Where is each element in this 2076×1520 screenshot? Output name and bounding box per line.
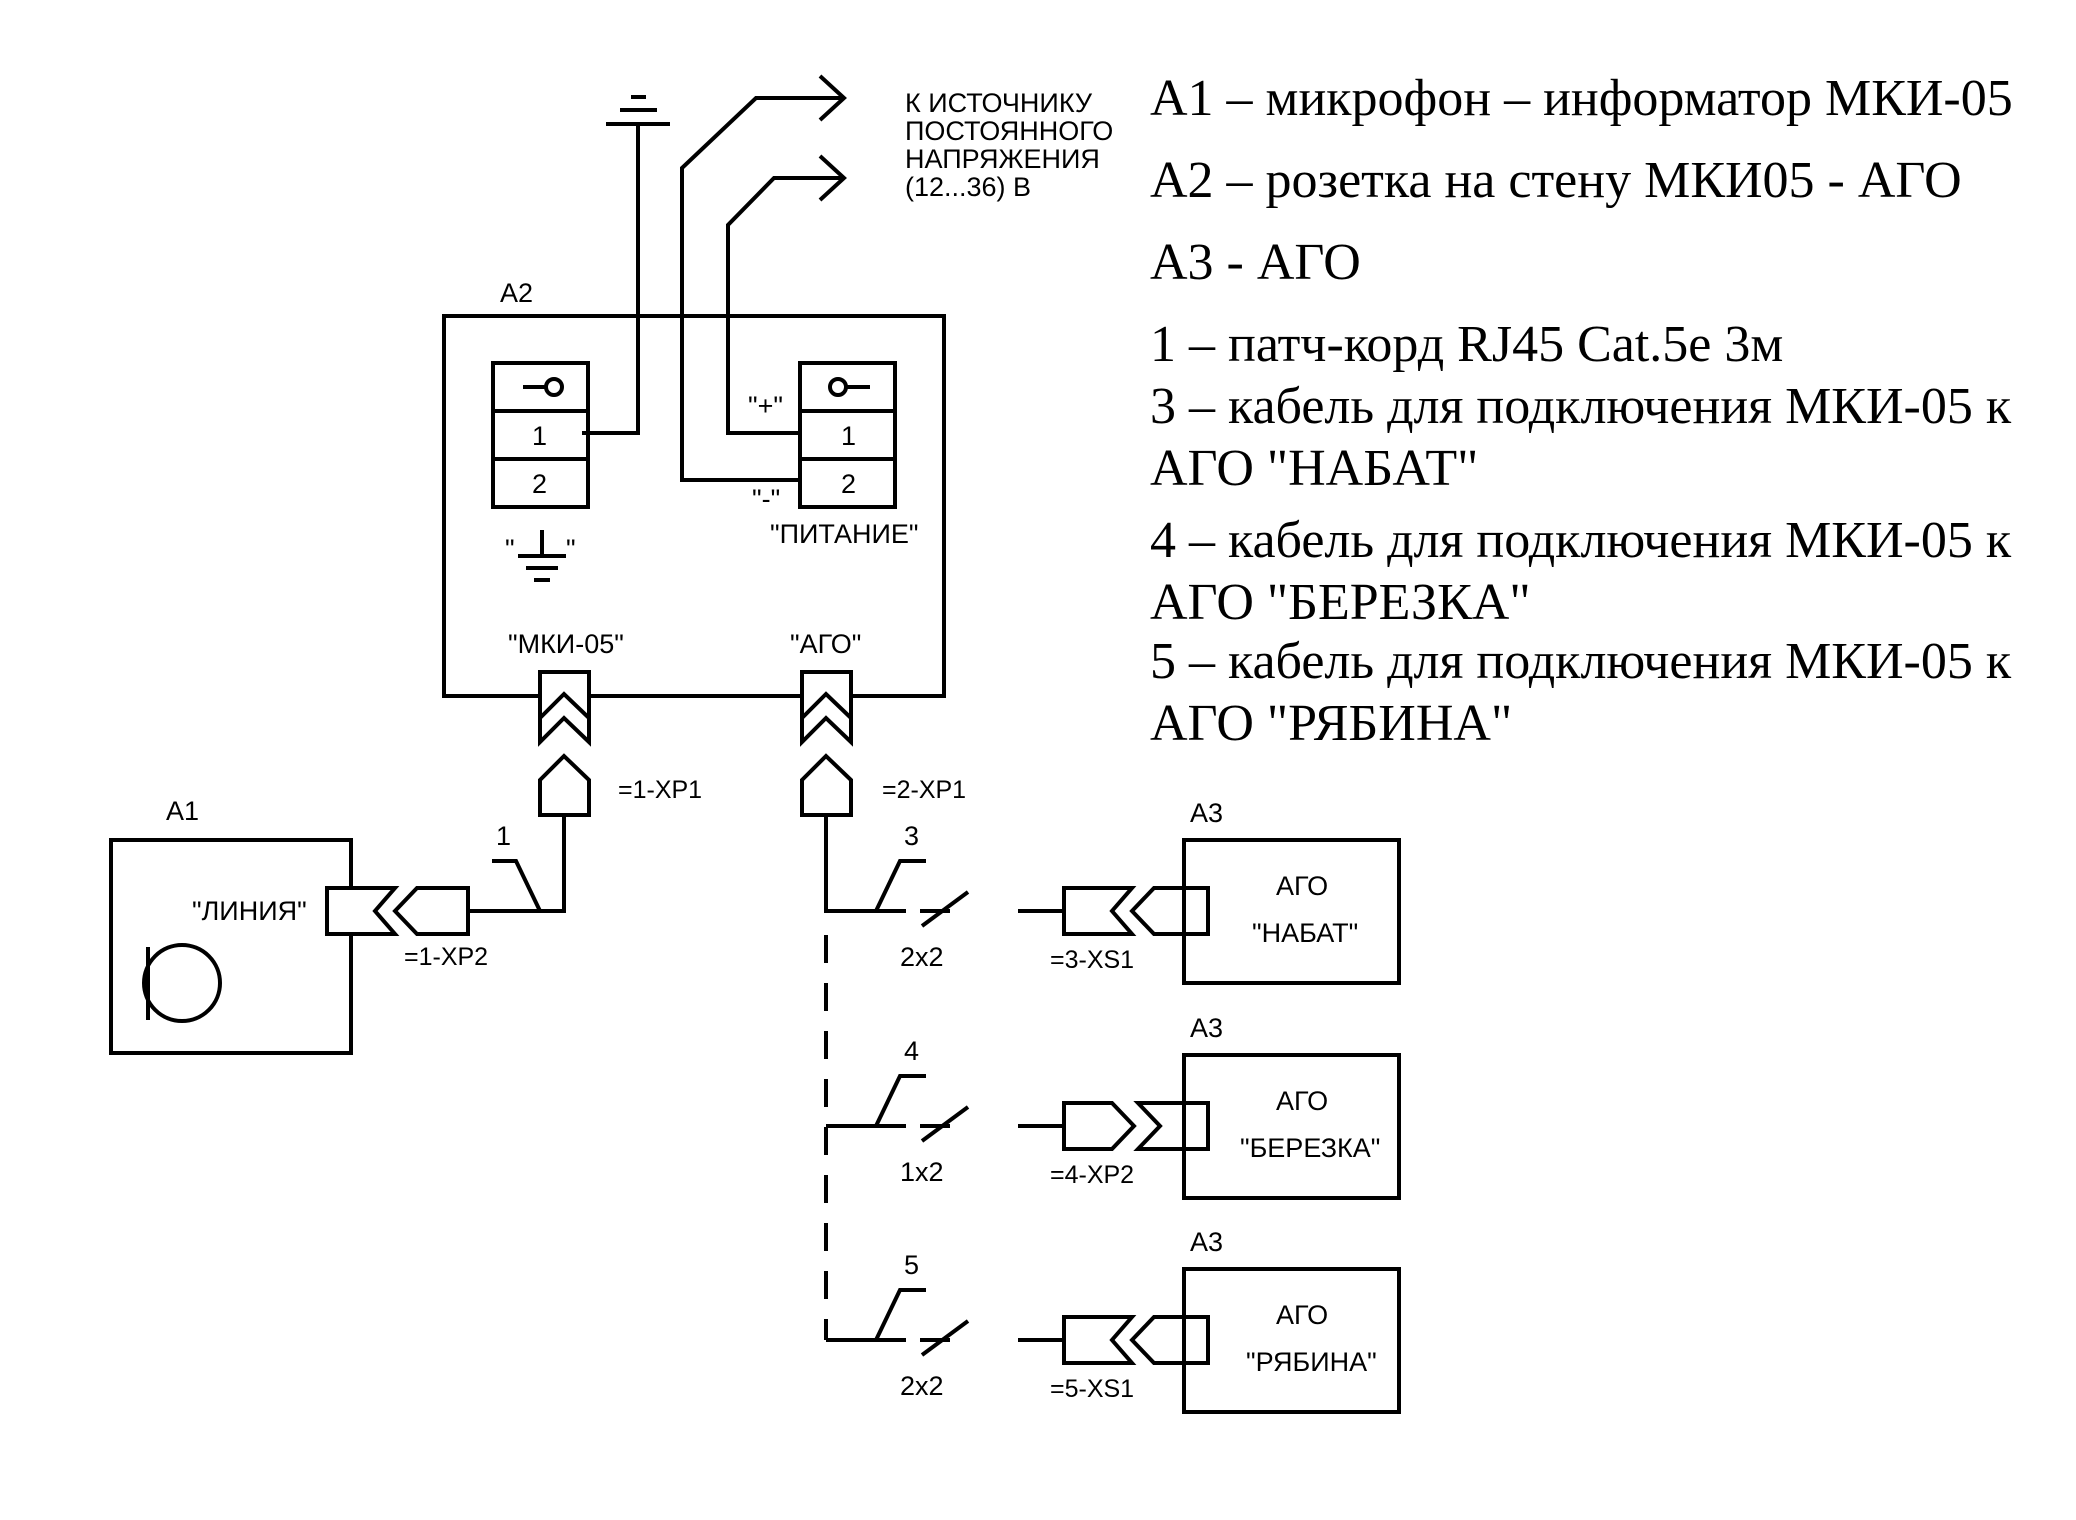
device-3-model: "НАБАТ" — [1252, 918, 1358, 948]
cable-4-slash-icon — [920, 1105, 970, 1143]
ago-plug-3-icon — [1129, 886, 1210, 936]
power-terminal-2: 2 — [841, 469, 856, 499]
socket-ago-icon — [800, 670, 853, 747]
plus-label: "+" — [748, 391, 783, 421]
ground-quote-left: " — [505, 534, 515, 564]
cable-1-number: 1 — [496, 821, 511, 851]
connector-1-xp2: =1-ХР2 — [404, 943, 488, 971]
ground-terminal-block: 1 2 — [491, 361, 590, 509]
plug-4-xp2-icon — [1062, 1101, 1137, 1151]
device-4-box — [1182, 1053, 1401, 1200]
plug-1-xp2-icon — [392, 886, 470, 936]
device-5-ref: А3 — [1190, 1227, 1223, 1257]
ground-label: " " — [505, 530, 576, 582]
ground-wire — [582, 124, 640, 435]
device-3-name: АГО — [1276, 871, 1328, 901]
source-note-line-1: К ИСТОЧНИКУ — [905, 88, 1093, 118]
legend-line-3b: АГО "НАБАТ" — [1150, 440, 1478, 497]
cable-3-tag-icon — [874, 859, 926, 912]
device-3-ref: А3 — [1190, 798, 1223, 828]
arrow-1-icon — [818, 74, 847, 122]
a2-ref: А2 — [500, 278, 533, 308]
branch-5: 5 2х2 =5-XS1 А3 АГО "РЯБИНА" — [826, 1227, 1401, 1414]
a2-box — [442, 314, 946, 698]
socket-mki-label: "МКИ-05" — [508, 629, 624, 659]
legend-line-5b: АГО "РЯБИНА" — [1150, 695, 1512, 752]
legend-line-a2: А2 – розетка на стену МКИ05 - АГО — [1150, 152, 1962, 209]
cable-3-slash-icon — [920, 890, 970, 928]
legend-line-4: 4 – кабель для подключения МКИ-05 к — [1150, 512, 2012, 569]
source-note-line-4: (12...36) В — [905, 172, 1031, 202]
connector-4-xp2: =4-ХР2 — [1050, 1161, 1134, 1189]
ago-socket-4-icon — [1133, 1101, 1210, 1151]
branch-4: 4 1х2 =4-ХР2 А3 АГО "БЕРЕЗКА" — [826, 1013, 1401, 1200]
socket-3-xs1-icon — [1062, 886, 1137, 936]
ago-plug-5-icon — [1129, 1315, 1210, 1365]
device-5-name: АГО — [1276, 1300, 1328, 1330]
cable-3-number: 3 — [904, 821, 919, 851]
minus-label: "-" — [752, 484, 780, 514]
a1-line-label: "ЛИНИЯ" — [192, 896, 307, 926]
cable-4-cores: 1х2 — [900, 1157, 944, 1187]
connector-1-xp1: =1-ХР1 — [618, 776, 702, 804]
socket-ago-label: "АГО" — [790, 629, 861, 659]
ground-quote-right: " — [566, 534, 576, 564]
terminal-ring-icon — [828, 377, 848, 397]
cable-3-wire — [824, 815, 876, 913]
arrow-2-icon — [818, 154, 847, 202]
cable-4-tag-icon — [826, 1074, 926, 1128]
device-4-ref: А3 — [1190, 1013, 1223, 1043]
power-terminal-1: 1 — [841, 421, 856, 451]
cable-5-cores: 2х2 — [900, 1371, 944, 1401]
plus-wire — [726, 176, 842, 435]
legend-line-1: 1 – патч-корд RJ45 Cat.5е 3м — [1150, 316, 1783, 373]
source-note-line-2: ПОСТОЯННОГО — [905, 116, 1113, 146]
source-note-line-3: НАПРЯЖЕНИЯ — [905, 144, 1100, 174]
device-5-model: "РЯБИНА" — [1246, 1347, 1377, 1377]
legend-line-5: 5 – кабель для подключения МКИ-05 к — [1150, 633, 2012, 690]
power-source-note: К ИСТОЧНИКУ ПОСТОЯННОГО НАПРЯЖЕНИЯ (12..… — [905, 88, 1113, 202]
power-label: "ПИТАНИЕ" — [770, 519, 919, 549]
terminal-ring-icon — [544, 377, 564, 397]
cable-1-wire — [468, 815, 566, 913]
a1-socket-icon — [325, 886, 400, 936]
legend-line-a3: А3 - АГО — [1150, 234, 1361, 291]
minus-wire — [680, 96, 842, 482]
socket-mki-icon — [538, 670, 591, 747]
connector-5-xs1: =5-XS1 — [1050, 1375, 1134, 1403]
power-terminal-block: 1 2 — [798, 361, 897, 509]
cable-1-tag-icon — [492, 859, 542, 912]
cable-3-cores: 2х2 — [900, 942, 944, 972]
earth-ground-top-icon — [606, 95, 670, 126]
a1-box — [109, 838, 353, 1055]
device-4-model: "БЕРЕЗКА" — [1240, 1133, 1380, 1163]
cable-4-number: 4 — [904, 1036, 919, 1066]
legend-line-4b: АГО "БЕРЕЗКА" — [1150, 574, 1531, 631]
plug-2-xp1-icon — [800, 753, 853, 817]
socket-5-xs1-icon — [1062, 1315, 1137, 1365]
cable-5-tag-icon — [826, 1288, 926, 1342]
legend: А1 – микрофон – информатор МКИ-05 А2 – р… — [1150, 70, 2013, 752]
device-4-name: АГО — [1276, 1086, 1328, 1116]
cable-5-slash-icon — [920, 1319, 970, 1357]
ground-symbol-icon — [518, 530, 566, 582]
connector-3-xs1: =3-XS1 — [1050, 946, 1134, 974]
microphone-icon — [142, 943, 222, 1023]
connector-2-xp1: =2-ХР1 — [882, 776, 966, 804]
legend-line-a1: А1 – микрофон – информатор МКИ-05 — [1150, 70, 2013, 127]
cable-5-number: 5 — [904, 1250, 919, 1280]
plug-1-xp1-icon — [538, 753, 591, 817]
legend-line-3: 3 – кабель для подключения МКИ-05 к — [1150, 378, 2012, 435]
device-3-box — [1182, 838, 1401, 985]
branch-3: 3 2х2 =3-XS1 А3 АГО "НАБАТ" — [874, 798, 1401, 985]
ground-terminal-1: 1 — [532, 421, 547, 451]
ground-terminal-2: 2 — [532, 469, 547, 499]
device-5-box — [1182, 1267, 1401, 1414]
a1-ref: А1 — [166, 796, 199, 826]
